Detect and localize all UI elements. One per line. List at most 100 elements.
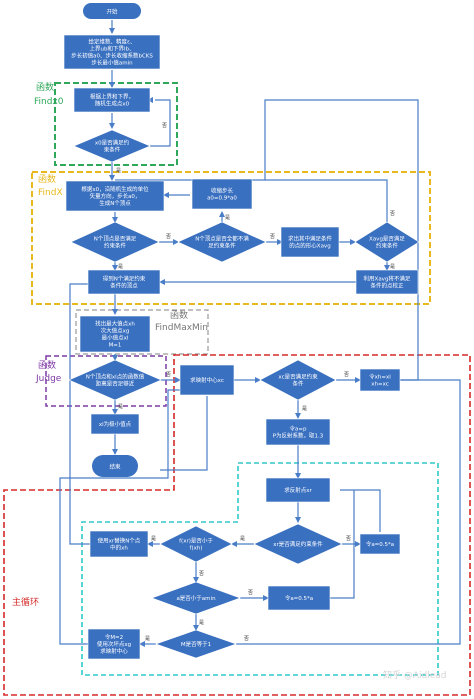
edge-label-au-no: 否 <box>270 234 275 240</box>
node-text-line: 求出其中满足条件 <box>288 234 333 242</box>
watermark: 知乎 @Aidlead <box>383 669 447 681</box>
judge-name-label: Judge <box>35 374 62 384</box>
findmaxmin-frame <box>75 309 209 355</box>
node-shape <box>354 221 420 263</box>
edge-label-x0-no: 否 <box>162 123 167 129</box>
node-text-line: 上界ub和下界lb、 <box>90 44 135 52</box>
node-text-line: a0=0.9*a0 <box>207 195 237 201</box>
edge-label-fxr-no: 否 <box>199 571 204 577</box>
node-text-line: x0是否满足约 <box>95 138 130 146</box>
main-loop-label: 主循环 <box>12 596 39 608</box>
node-text-line: 生成N个顶点 <box>99 199 131 207</box>
node-text-line: 求映射中心xc <box>190 376 224 384</box>
node-text-line: 足约束条件 <box>208 241 236 249</box>
edge-label-cv-yes: 是 <box>118 404 123 410</box>
node-text-line: 求反射点xr <box>284 486 312 494</box>
node-text-line: 令a=0.5*a <box>366 540 394 548</box>
node-shape <box>90 413 140 435</box>
node-text-line: xh=xc <box>371 381 389 387</box>
node-shape <box>265 477 331 503</box>
node-shape <box>355 269 419 295</box>
node-shape <box>155 629 237 659</box>
node-shape <box>89 530 149 558</box>
findx0-name-label: Findx0 <box>34 97 64 107</box>
edge-label-xavg-yes: 是 <box>390 264 395 270</box>
node-text-line: Xavg是否满足 <box>369 234 405 242</box>
node-text-line: 令a=p <box>290 424 307 432</box>
node-shape <box>159 525 233 563</box>
node-text-line: 使用xr替换N个点 <box>98 536 141 544</box>
node-text-line: 使用次坏点xg <box>97 640 131 648</box>
judge-frame <box>45 355 167 407</box>
edge-label-am-no: 否 <box>248 590 253 596</box>
node-reflect-xr: 求反射点xr <box>265 477 331 503</box>
node-text-line: 找出最大值点xh <box>95 319 135 327</box>
findx-frame <box>31 171 431 305</box>
findx-func-label: 函数 <box>38 173 56 185</box>
node-text-line: 最小值点xl <box>102 333 129 341</box>
node-text-line: 条件的点校正 <box>370 281 404 289</box>
node-text-line: 中的xh <box>110 543 128 551</box>
node-shape <box>151 581 241 615</box>
node-shape <box>63 34 161 70</box>
node-shape <box>280 226 340 258</box>
edge-label-m-no: 否 <box>244 636 249 642</box>
edge-label-au-yes: 是 <box>225 215 230 221</box>
edge-label-fxr-yes: 是 <box>151 536 156 542</box>
node-alpha-min-check: a是否小于amin <box>151 581 241 615</box>
node-shape <box>92 455 138 477</box>
edge-label-xc-no: 否 <box>344 372 349 378</box>
edge-label-cv-no: 否 <box>166 372 171 378</box>
node-shape <box>179 364 235 396</box>
node-text-line: 束条件 <box>104 145 121 153</box>
node-shape <box>359 533 401 555</box>
node-text-line: 矢量方向，步长a0， <box>90 192 141 200</box>
node-text-line: xr是否满足约束条件 <box>273 540 323 548</box>
node-text-line: N个顶点是否全都不满 <box>195 234 249 242</box>
node-text-line: 结束 <box>109 462 121 470</box>
edge-label-xr-yes: 是 <box>240 536 245 542</box>
node-shape <box>87 628 141 660</box>
node-alpha-half-2: 令a=0.5*a <box>267 585 331 611</box>
node-text-line: M=1 <box>109 342 122 348</box>
node-text-line: xc是否满足约束 <box>278 372 318 380</box>
node-shape <box>68 359 162 401</box>
node-text-line: 根据x0，沿随机生成的单位 <box>81 185 149 193</box>
node-end: 结束 <box>92 455 138 477</box>
node-text-line: xl为极小值点 <box>99 420 132 428</box>
node-text-line: 得到N个满足约束 <box>103 274 146 282</box>
node-text-line: 令a=0.5*a <box>285 594 313 602</box>
findmaxmin-func-label: 函数 <box>170 309 188 321</box>
node-text-line: 约束条件 <box>376 241 399 249</box>
nodes: 开始给定维数、精度ε、上界ub和下界lb、步长初值a0、步长收缩系数bCKS步长… <box>63 3 420 660</box>
node-text-line: 次大值点xg <box>101 326 130 334</box>
edge-label-nv-yes: 是 <box>118 264 123 270</box>
node-shape <box>265 418 331 446</box>
edge-label-x0-yes: 是 <box>116 168 121 174</box>
edge-label-nv-no: 否 <box>166 234 171 240</box>
node-centroid-xc: 求映射中心xc <box>179 364 235 396</box>
node-shape <box>65 180 165 212</box>
edge-label-xavg-no: 否 <box>390 211 395 217</box>
node-text-line: 条件 <box>292 379 304 387</box>
inner-loop-frame <box>81 462 439 676</box>
node-text-line: 开始 <box>106 7 118 15</box>
node-shape <box>79 315 151 353</box>
node-text-line: 条件的顶点 <box>110 281 138 289</box>
edge-label-am-yes: 是 <box>199 620 204 626</box>
node-shape <box>259 359 337 401</box>
node-text-line: 令xh=xl <box>369 372 391 380</box>
node-text-line: 随机生成点x0 <box>95 99 130 107</box>
